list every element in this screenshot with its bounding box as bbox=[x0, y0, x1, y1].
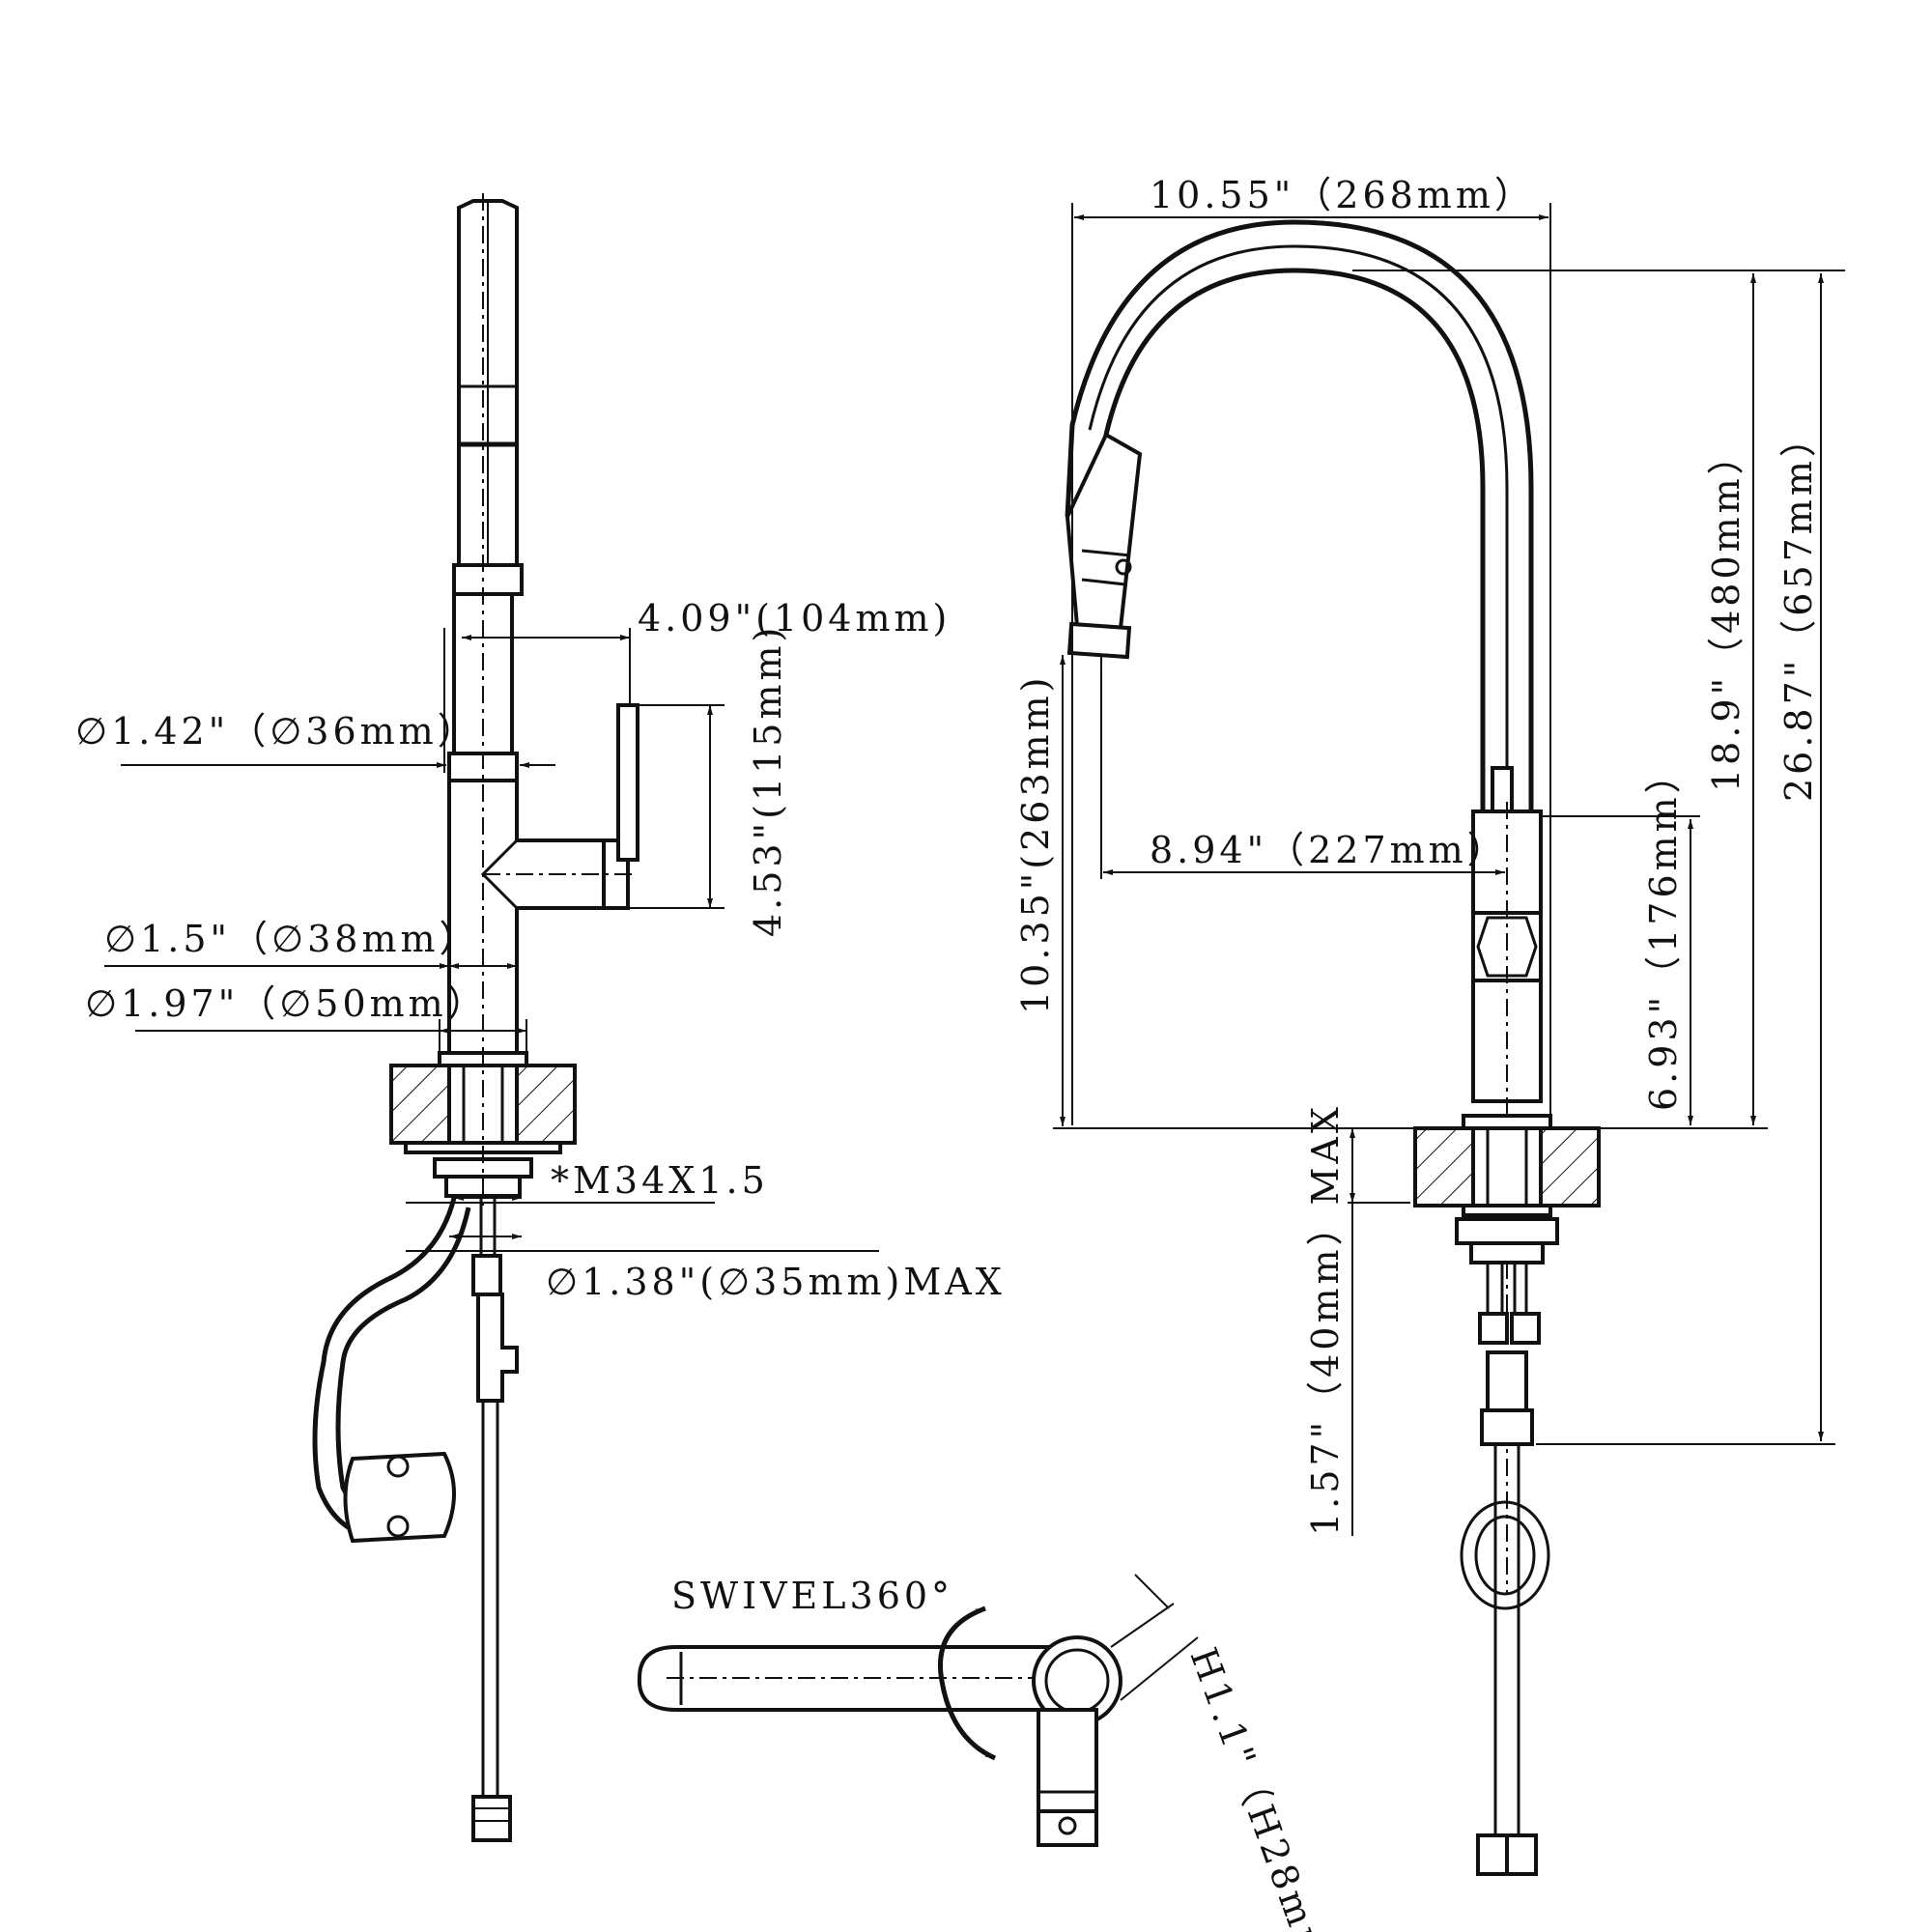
label-swivel: SWIVEL360° bbox=[671, 1575, 953, 1617]
label-dia-spout: ∅1.42"（∅36mm） bbox=[75, 710, 478, 753]
label-hole-max: ∅1.38"(∅35mm)MAX bbox=[546, 1261, 1006, 1303]
label-total-height: 26.87"（657mm） bbox=[1777, 416, 1820, 802]
label-handle-height: 4.53"(115mm) bbox=[747, 624, 789, 937]
label-deck-thickness-max: 1.57"（40mm）MAX bbox=[1304, 1103, 1347, 1536]
label-spout-reach: 8.94"（227mm） bbox=[1150, 829, 1508, 871]
side-view: 4.09"(104mm) 4.53"(115mm) ∅1.42"（∅36mm） … bbox=[75, 193, 1006, 1842]
label-handle-height-top: H1.1"（H28mm） bbox=[1182, 1642, 1350, 1932]
label-spout-clearance: 10.35"(263mm) bbox=[1014, 673, 1057, 1014]
label-handle-to-deck: 6.93"（176mm） bbox=[1642, 753, 1685, 1111]
label-dia-base: ∅1.97"（∅50mm） bbox=[85, 982, 488, 1025]
label-side-handle-reach: 4.09"(104mm) bbox=[638, 597, 951, 639]
label-thread: *M34X1.5 bbox=[551, 1159, 769, 1202]
label-dia-body: ∅1.5"（∅38mm） bbox=[104, 918, 480, 960]
label-spout-height: 18.9"（480mm） bbox=[1705, 434, 1747, 792]
label-width-overall: 10.55"（268mm） bbox=[1150, 174, 1535, 216]
front-view: 10.55"（268mm） 8.94"（227mm） 10.35"(263mm)… bbox=[1014, 174, 1845, 1876]
top-view: SWIVEL360° H1.1"（H28mm） bbox=[637, 1574, 1350, 1932]
